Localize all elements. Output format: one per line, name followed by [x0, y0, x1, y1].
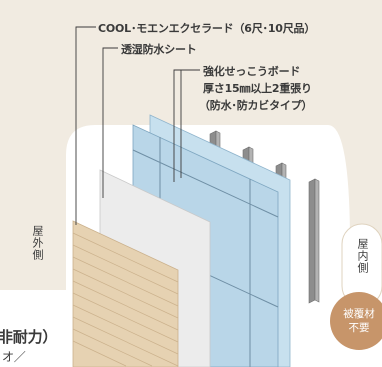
- label-board-line2: 厚さ15㎜以上2重張り: [203, 82, 312, 95]
- label-moisture-sheet: 透湿防水シート: [121, 43, 197, 56]
- label-board-line1: 強化せっこうボード: [203, 65, 301, 78]
- bottom-label-line1: 非耐力）: [0, 328, 58, 346]
- label-cool-panel: COOL･モエンエクセラード（6尺･10尺品）: [98, 22, 316, 35]
- badge-line2: 不要: [348, 322, 370, 334]
- label-exterior: 屋外側: [31, 225, 44, 261]
- label-interior: 屋内側: [356, 238, 369, 274]
- covering-not-required-badge: 被覆材 不要: [330, 292, 382, 350]
- leader-lines: [75, 26, 200, 225]
- bottom-label-line2: オ／: [2, 350, 26, 364]
- panel-brick-pattern: [72, 232, 179, 367]
- badge-line1: 被覆材: [343, 308, 375, 320]
- label-board-line3: （防水･防カビタイプ）: [199, 99, 313, 112]
- background-band: [0, 0, 382, 290]
